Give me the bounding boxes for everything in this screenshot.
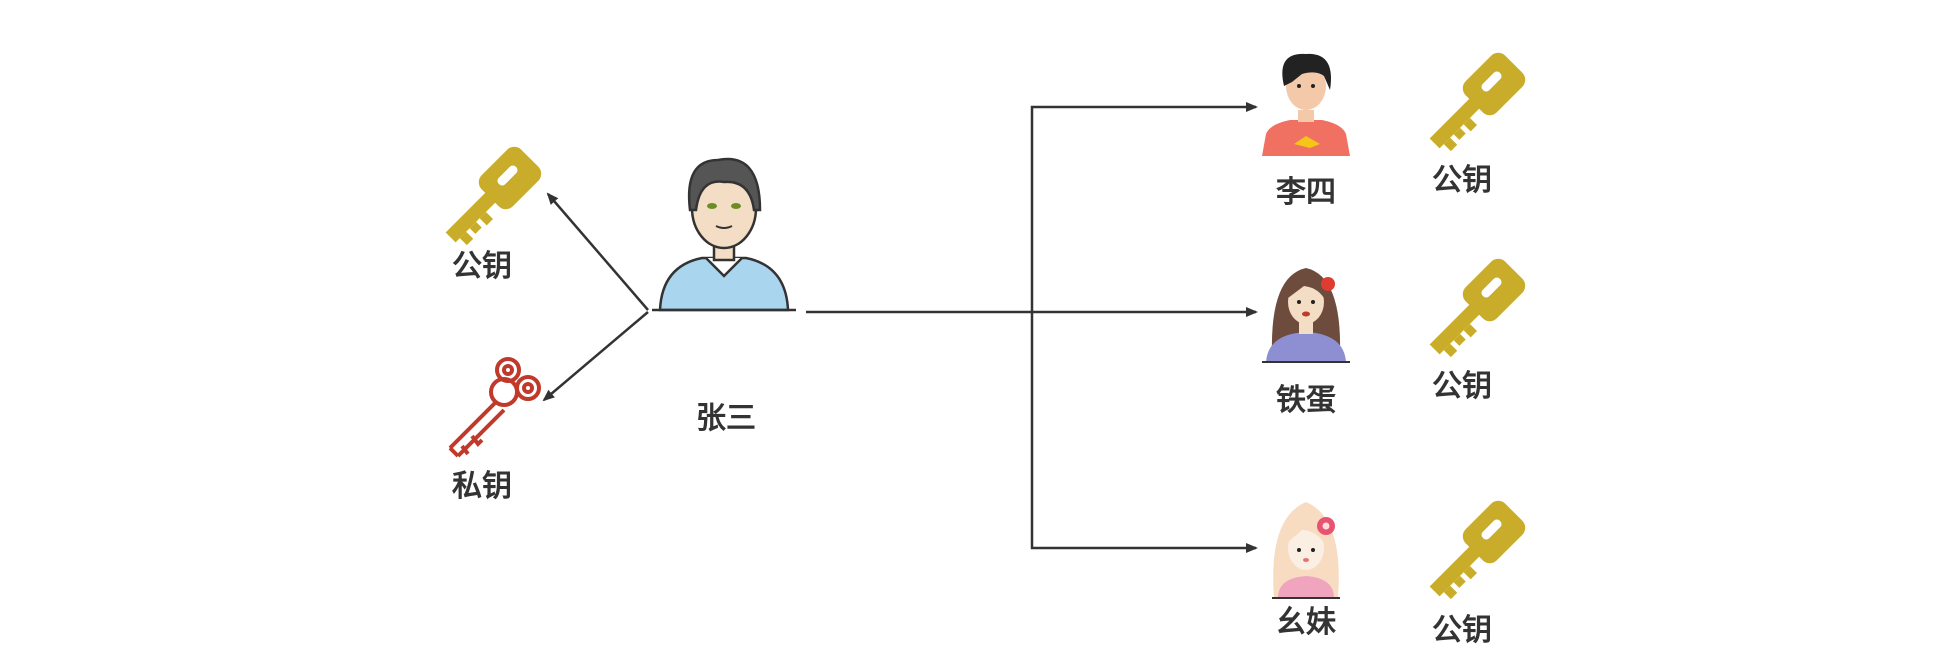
arrow-to-public-key xyxy=(546,192,649,311)
public-key-label: 公钥 xyxy=(452,249,512,284)
public-key-label: 公钥 xyxy=(1432,163,1492,198)
public-key-label: 公钥 xyxy=(1432,369,1492,404)
arrow-to-private-key xyxy=(542,311,649,402)
girl-avatar-icon xyxy=(1272,502,1340,599)
key-icon xyxy=(1429,254,1530,362)
sender-name: 张三 xyxy=(696,401,756,436)
public-key-label: 公钥 xyxy=(1432,613,1492,648)
connector-lines xyxy=(542,102,1258,553)
recipient-name: 幺妹 xyxy=(1276,605,1336,640)
boy-avatar-icon xyxy=(1262,53,1350,156)
key-icon xyxy=(1429,496,1530,604)
private-key-label: 私钥 xyxy=(452,469,512,504)
arrow-branch-bottom xyxy=(1030,312,1258,553)
key-icon xyxy=(1429,48,1530,156)
skeleton-key-icon xyxy=(448,357,541,458)
woman-avatar-icon xyxy=(1262,268,1350,363)
arrow-branch-top xyxy=(1030,102,1258,312)
key-icon xyxy=(445,142,546,250)
recipient-name: 李四 xyxy=(1276,175,1336,210)
recipient-name: 铁蛋 xyxy=(1276,383,1336,418)
man-avatar-icon xyxy=(652,157,796,312)
